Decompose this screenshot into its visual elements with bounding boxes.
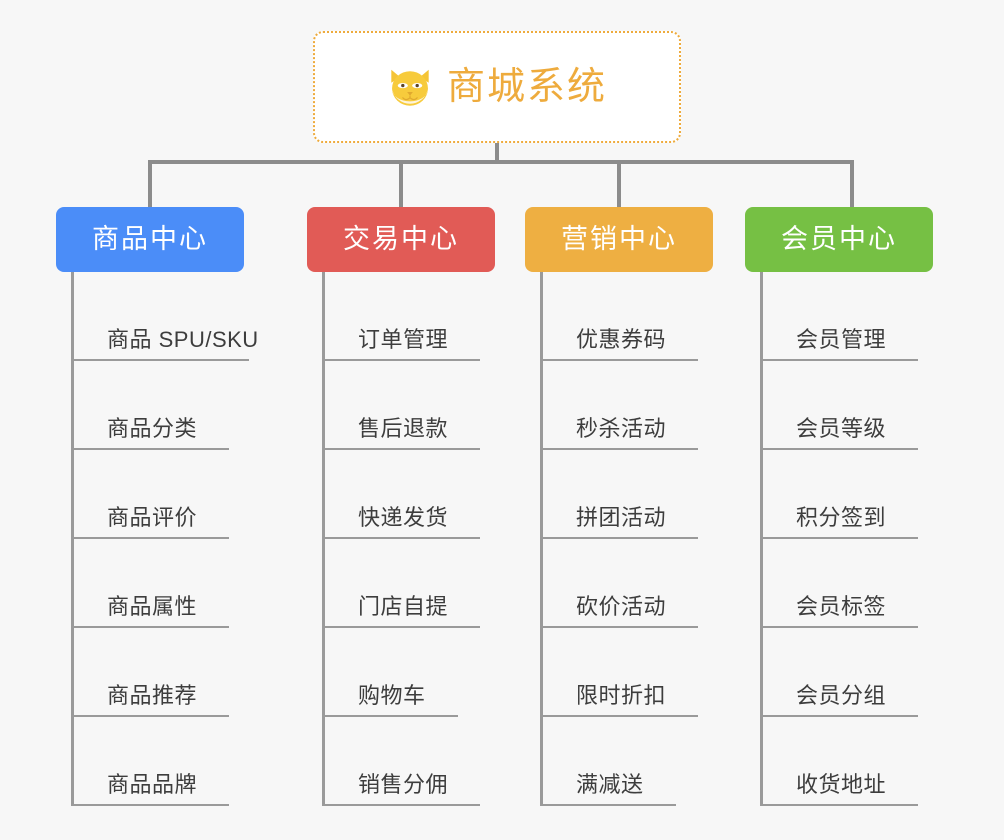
item-underline <box>74 715 229 717</box>
list-item-label: 销售分佣 <box>358 772 449 797</box>
list-item[interactable]: 商品评价 <box>74 450 249 539</box>
leaf-list-member-center: 会员管理 会员等级 积分签到 会员标签 会员分组 收货地址 <box>760 272 938 806</box>
list-item[interactable]: 限时折扣 <box>543 628 718 717</box>
item-underline <box>763 359 918 361</box>
item-underline <box>325 537 480 539</box>
item-underline <box>74 448 229 450</box>
item-underline <box>325 804 480 806</box>
list-item-label: 限时折扣 <box>576 683 667 708</box>
item-underline <box>325 626 480 628</box>
list-item[interactable]: 商品品牌 <box>74 717 249 806</box>
list-item[interactable]: 商品分类 <box>74 361 249 450</box>
list-item[interactable]: 销售分佣 <box>325 717 500 806</box>
list-item-label: 秒杀活动 <box>576 416 667 441</box>
connector-drop-1 <box>148 160 152 207</box>
list-item-label: 收货地址 <box>796 772 887 797</box>
list-item-label: 会员分组 <box>796 683 887 708</box>
item-underline <box>543 537 698 539</box>
item-underline <box>763 626 918 628</box>
leaf-list-transaction-center: 订单管理 售后退款 快递发货 门店自提 购物车 销售分佣 <box>322 272 500 806</box>
list-item[interactable]: 拼团活动 <box>543 450 718 539</box>
list-item[interactable]: 优惠券码 <box>543 272 718 361</box>
connector-drop-2 <box>399 160 403 207</box>
leaf-list-product-center: 商品 SPU/SKU 商品分类 商品评价 商品属性 商品推荐 商品品牌 <box>71 272 258 806</box>
list-item-label: 门店自提 <box>358 594 449 619</box>
list-item-label: 会员标签 <box>796 594 887 619</box>
list-item-label: 商品分类 <box>107 416 198 441</box>
list-item[interactable]: 商品 SPU/SKU <box>74 272 258 361</box>
column-header-label: 交易中心 <box>343 224 459 254</box>
column-member-center: 会员中心 会员管理 会员等级 积分签到 会员标签 会员分组 收货地址 <box>745 207 933 806</box>
item-underline <box>74 804 229 806</box>
list-item[interactable]: 会员分组 <box>763 628 938 717</box>
connector-root-stem <box>495 143 499 162</box>
list-item-label: 砍价活动 <box>576 594 667 619</box>
item-underline <box>74 359 249 361</box>
item-underline <box>543 715 698 717</box>
list-item[interactable]: 商品属性 <box>74 539 249 628</box>
column-transaction-center: 交易中心 订单管理 售后退款 快递发货 门店自提 购物车 销售分佣 <box>307 207 495 806</box>
item-underline <box>763 448 918 450</box>
item-underline <box>763 804 918 806</box>
item-underline <box>74 626 229 628</box>
list-item[interactable]: 积分签到 <box>763 450 938 539</box>
list-item-label: 商品 SPU/SKU <box>107 327 259 352</box>
list-item[interactable]: 砍价活动 <box>543 539 718 628</box>
root-title-label: 商城系统 <box>446 66 607 108</box>
root-node-shopping-system[interactable]: 商城系统 <box>313 31 681 143</box>
item-underline <box>325 715 458 717</box>
list-item[interactable]: 商品推荐 <box>74 628 249 717</box>
column-header-member-center[interactable]: 会员中心 <box>745 207 933 272</box>
item-underline <box>543 359 698 361</box>
list-item-label: 优惠券码 <box>576 327 667 352</box>
list-item-label: 商品评价 <box>107 505 198 530</box>
list-item-label: 订单管理 <box>358 327 449 352</box>
list-item[interactable]: 秒杀活动 <box>543 361 718 450</box>
item-underline <box>543 804 676 806</box>
item-underline <box>543 448 698 450</box>
item-underline <box>763 715 918 717</box>
list-item-label: 售后退款 <box>358 416 449 441</box>
list-item-label: 快递发货 <box>358 505 449 530</box>
shiba-dog-icon <box>391 69 429 106</box>
list-item-label: 会员管理 <box>796 327 887 352</box>
column-marketing-center: 营销中心 优惠券码 秒杀活动 拼团活动 砍价活动 限时折扣 满减送 <box>525 207 713 806</box>
list-item-label: 购物车 <box>358 683 426 708</box>
list-item-label: 商品品牌 <box>107 772 198 797</box>
leaf-list-marketing-center: 优惠券码 秒杀活动 拼团活动 砍价活动 限时折扣 满减送 <box>540 272 718 806</box>
connector-drop-3 <box>617 160 621 207</box>
list-item[interactable]: 订单管理 <box>325 272 500 361</box>
item-underline <box>543 626 698 628</box>
list-item[interactable]: 门店自提 <box>325 539 500 628</box>
list-item-label: 商品属性 <box>107 594 198 619</box>
column-header-product-center[interactable]: 商品中心 <box>56 207 244 272</box>
list-item[interactable]: 会员管理 <box>763 272 938 361</box>
list-item-label: 会员等级 <box>796 416 887 441</box>
column-header-label: 会员中心 <box>781 224 897 254</box>
column-product-center: 商品中心 商品 SPU/SKU 商品分类 商品评价 商品属性 商品推荐 商品品牌 <box>56 207 258 806</box>
list-item[interactable]: 满减送 <box>543 717 718 806</box>
list-item[interactable]: 购物车 <box>325 628 500 717</box>
list-item-label: 积分签到 <box>796 505 887 530</box>
list-item-label: 拼团活动 <box>576 505 667 530</box>
item-underline <box>325 448 480 450</box>
list-item[interactable]: 会员标签 <box>763 539 938 628</box>
column-header-label: 营销中心 <box>561 224 677 254</box>
list-item[interactable]: 快递发货 <box>325 450 500 539</box>
list-item[interactable]: 售后退款 <box>325 361 500 450</box>
column-header-label: 商品中心 <box>92 224 208 254</box>
column-header-marketing-center[interactable]: 营销中心 <box>525 207 713 272</box>
list-item[interactable]: 收货地址 <box>763 717 938 806</box>
item-underline <box>325 359 480 361</box>
list-item-label: 满减送 <box>576 772 644 797</box>
item-underline <box>74 537 229 539</box>
list-item-label: 商品推荐 <box>107 683 198 708</box>
column-header-transaction-center[interactable]: 交易中心 <box>307 207 495 272</box>
list-item[interactable]: 会员等级 <box>763 361 938 450</box>
connector-drop-4 <box>850 160 854 207</box>
item-underline <box>763 537 918 539</box>
connector-horizontal-bus <box>150 160 854 164</box>
